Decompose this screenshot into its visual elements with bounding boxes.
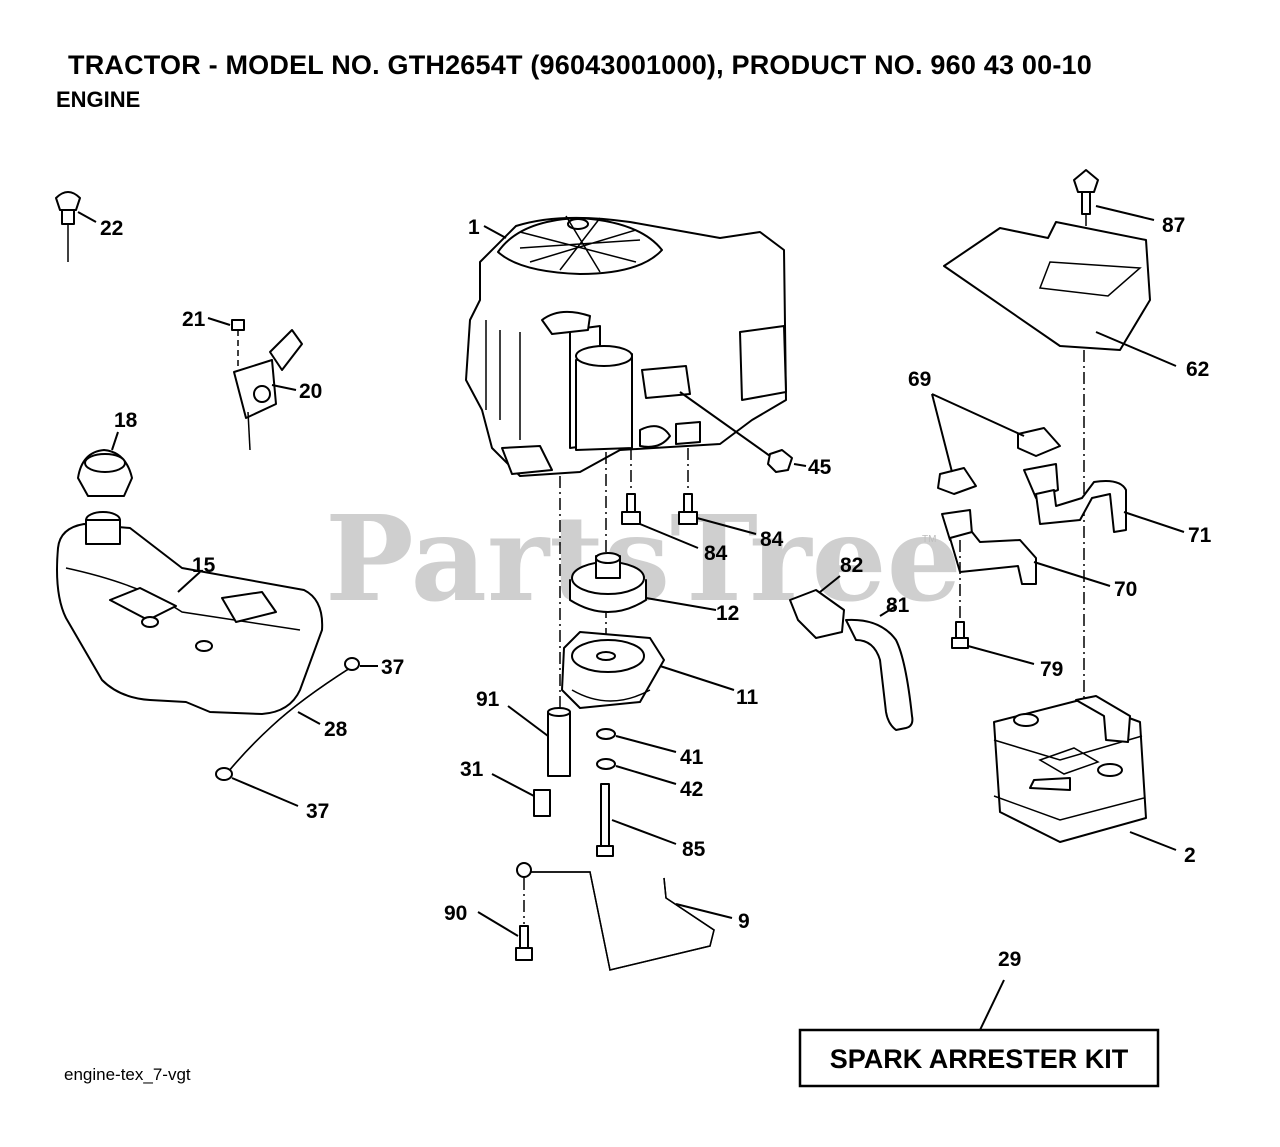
callout-18: 18 [114,409,138,432]
callout-31: 31 [460,758,484,781]
part-muffler[interactable] [993,695,1177,851]
part-bolts-84[interactable] [621,448,757,549]
callout-42: 42 [680,778,703,801]
callout-87: 87 [1162,214,1185,237]
part-spacer-sleeve[interactable] [507,705,571,777]
part-nut-31[interactable] [491,773,551,817]
part-heat-shield-screw[interactable] [1073,169,1155,264]
callout-2: 2 [1184,844,1196,867]
part-fuel-line[interactable] [215,657,378,807]
callout-79: 79 [1040,658,1063,681]
callout-91: 91 [476,688,500,711]
watermark-text: PartsTree [325,489,962,628]
callout-69: 69 [908,368,931,391]
part-fuel-tank[interactable] [56,511,324,715]
callout-84-left: 84 [704,542,728,565]
part-electric-clutch[interactable] [561,631,735,709]
figure-id: engine-tex_7-vgt [64,1065,191,1084]
callout-15: 15 [192,554,216,577]
part-nut[interactable] [679,391,807,473]
kit-box [798,1028,1160,1088]
callout-37-upper: 37 [381,656,404,679]
part-bolt-85[interactable] [596,783,677,857]
page-title: TRACTOR - MODEL NO. GTH2654T (9604300100… [68,50,1092,80]
part-exhaust-pipe-71[interactable] [1023,463,1185,533]
callout-22: 22 [100,217,123,240]
watermark-tm: TM [922,534,936,545]
callout-82: 82 [840,554,863,577]
callout-41: 41 [680,746,704,769]
callout-1: 1 [468,216,480,239]
part-fuel-cap[interactable] [77,431,133,497]
part-breather-hose[interactable] [845,605,914,731]
callout-37-lower: 37 [306,800,329,823]
part-pulley[interactable] [569,552,717,613]
callout-9: 9 [738,910,750,933]
spark-arrester-kit[interactable]: SPARK ARRESTER KIT [798,979,1160,1088]
part-engine[interactable] [465,215,787,477]
part-bolt-90[interactable] [477,878,533,961]
callout-85: 85 [682,838,706,861]
part-fuel-fitting[interactable] [789,575,845,639]
callout-81: 81 [886,594,910,617]
section-subtitle: ENGINE [56,87,141,112]
part-exhaust-pipe-70[interactable] [941,509,1111,587]
callout-29: 29 [998,948,1021,971]
callout-45: 45 [808,456,832,479]
callout-84-right: 84 [760,528,784,551]
part-bracket-rod[interactable] [516,862,733,971]
callout-90: 90 [444,902,467,925]
callout-71: 71 [1188,524,1212,547]
part-dipstick[interactable] [55,191,97,262]
part-washers[interactable] [596,728,677,785]
callout-21: 21 [182,308,206,331]
callout-70: 70 [1114,578,1137,601]
callout-12: 12 [716,602,739,625]
callout-28: 28 [324,718,348,741]
part-throttle-bracket[interactable] [207,317,303,451]
part-bolt-79[interactable] [951,540,1035,665]
kit-label: SPARK ARRESTER KIT [830,1044,1129,1074]
part-heat-shield[interactable] [943,221,1177,700]
callout-20: 20 [299,380,322,403]
callout-labels: 1 2 9 11 12 15 18 20 21 22 28 31 37 37 4… [100,214,1212,971]
callout-11: 11 [736,686,759,709]
callout-62: 62 [1186,358,1209,381]
part-gaskets[interactable] [931,393,1061,495]
